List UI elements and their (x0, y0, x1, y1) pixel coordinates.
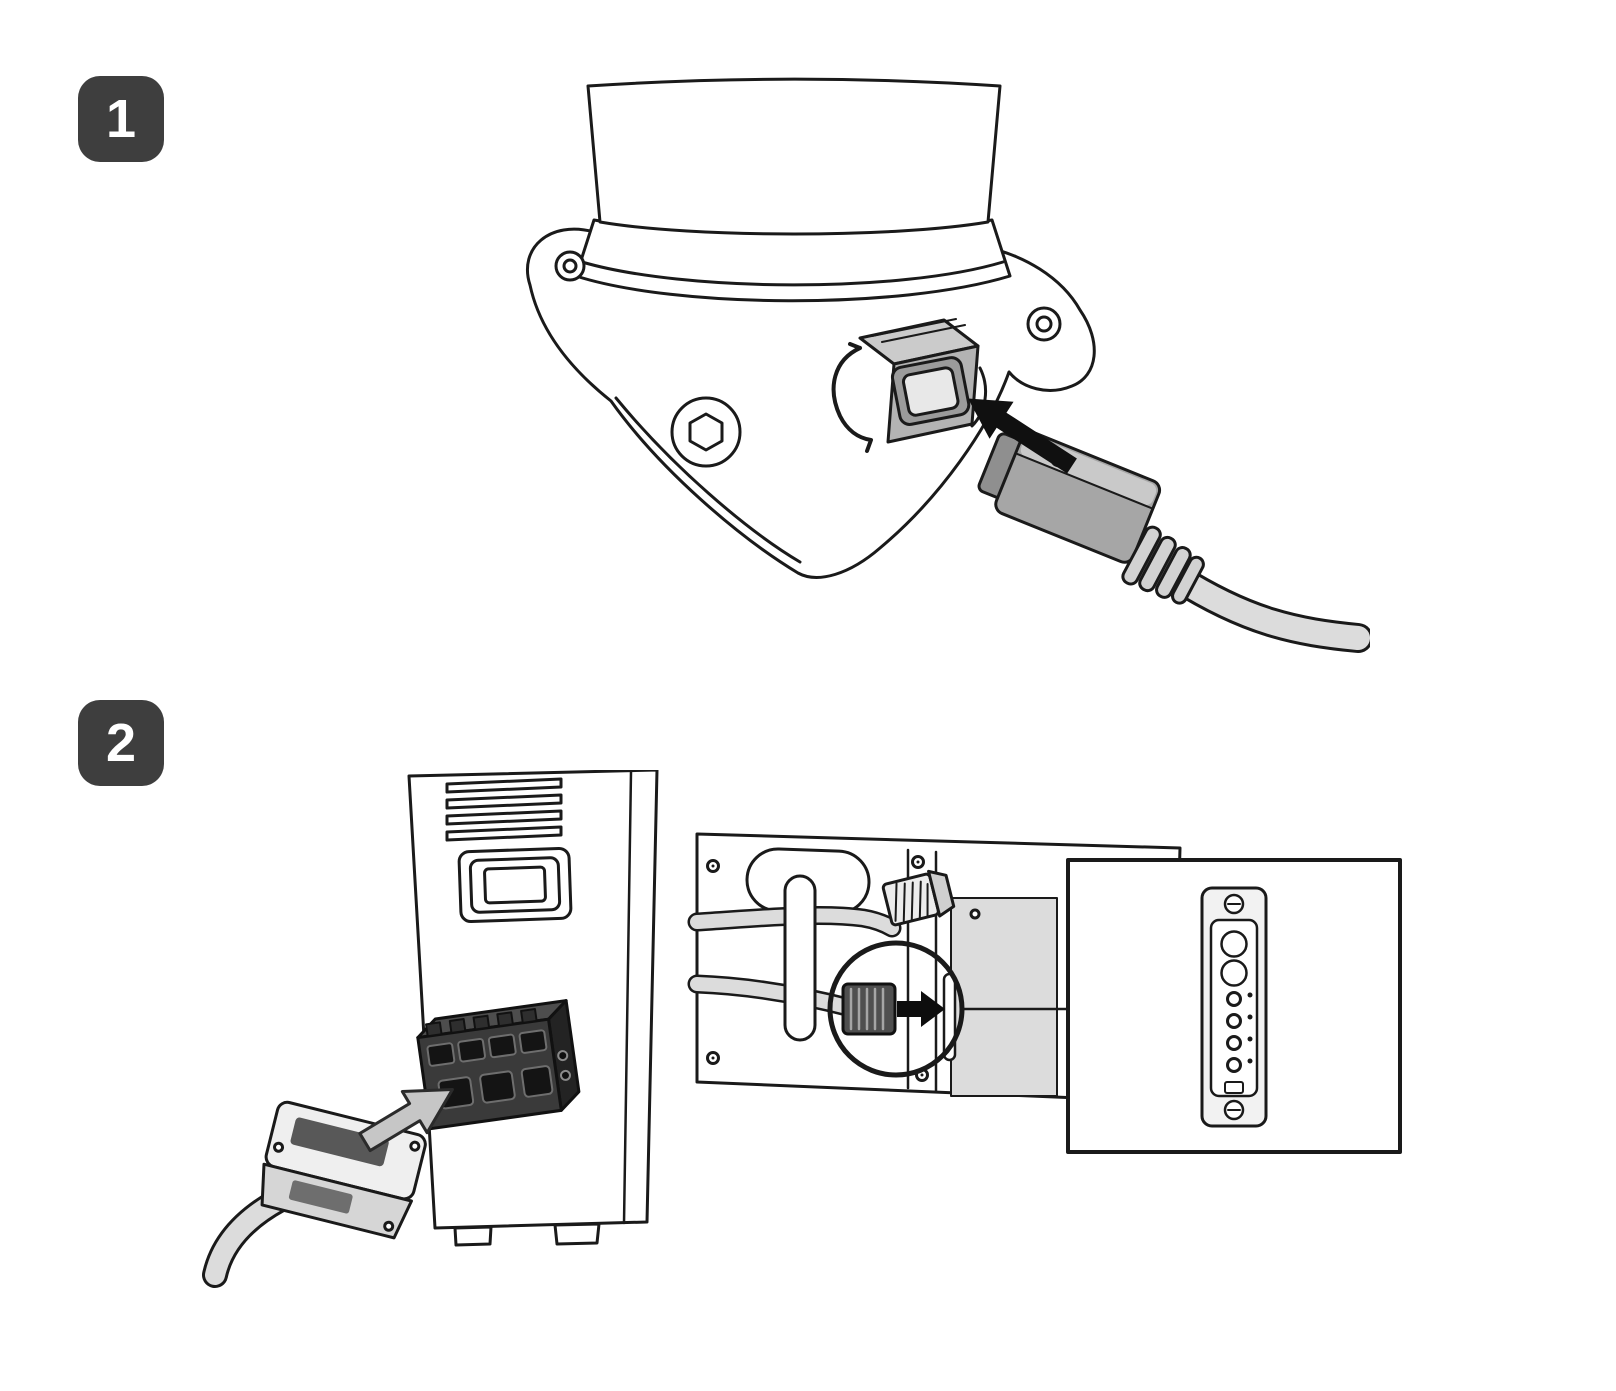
handle-recess (457, 846, 573, 924)
hex-screw (670, 396, 742, 468)
step-2-number: 2 (105, 713, 137, 773)
step-2-badge: 2 (78, 700, 164, 786)
mount-hole-left (554, 250, 586, 282)
connector-socket (831, 318, 980, 453)
step-1-badge: 1 (78, 76, 164, 162)
power-plug (260, 1100, 427, 1240)
dsub-connector-magnified (1200, 886, 1268, 1128)
tower-foot-right (553, 1222, 601, 1246)
signal-pin (1226, 1035, 1242, 1051)
panel-screws (706, 855, 929, 1082)
cable-plug (977, 430, 1162, 564)
plug-direction-arrow (358, 1087, 454, 1153)
ribbed-connector (841, 982, 897, 1036)
socket-bracket (970, 366, 987, 428)
panel-recess (950, 897, 1058, 1097)
signal-pin (1226, 1013, 1242, 1029)
upper-connector (881, 869, 956, 927)
step-1-illustration (526, 77, 1370, 653)
step-2-illustration (202, 770, 1402, 1288)
power-connector-block (416, 999, 581, 1131)
strain-relief (1121, 525, 1205, 605)
step-1-number: 1 (105, 89, 137, 149)
socket-bail-clip (831, 342, 873, 453)
cable-guide (783, 874, 817, 1042)
power-pin (1220, 930, 1248, 958)
bell-skirt-line (580, 260, 1005, 287)
cable (1166, 566, 1370, 650)
tower-foot-left (453, 1225, 493, 1247)
cylinder-body (586, 77, 1002, 236)
signal-pin (1226, 991, 1242, 1007)
insertion-arrow (968, 398, 1077, 474)
vent-slats (445, 777, 563, 842)
mount-plate-edge (614, 396, 802, 564)
insert-arrow (897, 991, 945, 1027)
signal-pin (1226, 1057, 1242, 1073)
mount-hole-right (1026, 306, 1062, 342)
power-pin (1220, 959, 1248, 987)
rear-panel (687, 832, 1182, 1104)
routed-cable-lower (690, 977, 858, 1015)
device-tower (202, 770, 659, 1288)
routed-cable-upper (690, 908, 899, 935)
connector-detail-inset (1066, 858, 1402, 1154)
